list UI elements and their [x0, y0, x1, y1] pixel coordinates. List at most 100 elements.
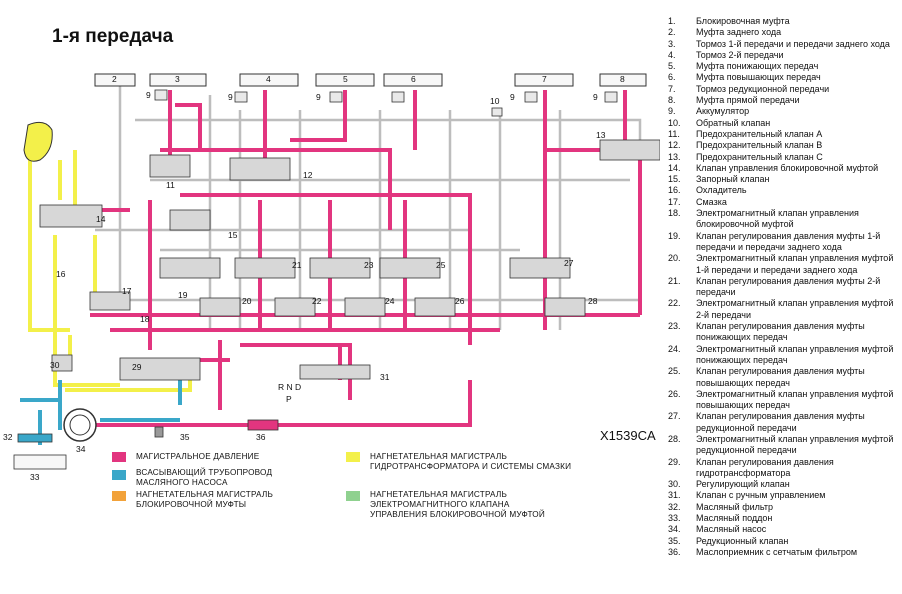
- legend-item: 24.Электромагнитный клапан управления му…: [668, 344, 900, 367]
- box-7-reduction-brake: [514, 73, 574, 87]
- legend-item-text: Обратный клапан: [696, 117, 771, 128]
- oil-filter: [17, 433, 53, 443]
- callout-9: 9: [593, 92, 598, 102]
- legend-item: 36.Маслоприемник с сетчатым фильтром: [668, 547, 900, 558]
- callout-20: 20: [242, 296, 252, 306]
- solenoid-body: [414, 297, 456, 317]
- callout-12: 12: [303, 170, 313, 180]
- legend-item-number: 27.: [668, 411, 681, 422]
- clutch-boxes: [94, 73, 647, 87]
- key-label-lockup: НАГНЕТАТЕЛЬНАЯ МАГИСТРАЛЬ БЛОКИРОВОЧНОЙ …: [136, 490, 274, 509]
- legend-item-text: Предохранительный клапан C: [696, 151, 823, 162]
- callout-22: 22: [312, 296, 322, 306]
- regulator-valve: [119, 357, 201, 381]
- callout-26: 26: [455, 296, 465, 306]
- legend-item-text: Редукционный клапан: [696, 535, 789, 546]
- legend-item: 2.Муфта заднего хода: [668, 27, 900, 38]
- callout-19: 19: [178, 290, 188, 300]
- solenoid-body: [89, 291, 131, 311]
- key-label-main: МАГИСТРАЛЬНОЕ ДАВЛЕНИЕ: [136, 452, 260, 461]
- legend-item-text: Регулирующий клапан: [696, 479, 790, 490]
- legend-item-text: Аккумулятор: [696, 106, 750, 117]
- legend-item: 19.Клапан регулирования давления муфты 1…: [668, 231, 900, 254]
- legend-item-text: Тормоз 1-й передачи и передачи заднего х…: [696, 38, 890, 49]
- legend-item: 17.Смазка: [668, 197, 900, 208]
- legend-item-number: 11.: [668, 128, 680, 139]
- filter-housing: [247, 419, 279, 431]
- converter-line: [28, 150, 70, 332]
- accumulator: [329, 91, 343, 103]
- legend-item: 29.Клапан регулирования давления гидротр…: [668, 457, 900, 480]
- legend-item: 22.Электромагнитный клапан управления му…: [668, 298, 900, 321]
- box-label-7: 7: [542, 74, 547, 84]
- legend-item-number: 20.: [668, 253, 681, 264]
- legend-item-number: 1.: [668, 16, 676, 26]
- legend-item-number: 22.: [668, 298, 681, 309]
- legend-item-number: 24.: [668, 343, 681, 354]
- callout-15: 15: [228, 230, 238, 240]
- valve-body: [229, 157, 291, 181]
- legend-item: 20.Электромагнитный клапан управления му…: [668, 253, 900, 276]
- box-6-overdrive-clutch: [383, 73, 443, 87]
- callout-14: 14: [96, 214, 106, 224]
- legend-item-number: 17.: [668, 196, 681, 207]
- legend-item: 25.Клапан регулирования давления муфты п…: [668, 366, 900, 389]
- legend-item: 16.Охладитель: [668, 185, 900, 196]
- callout-9: 9: [228, 92, 233, 102]
- legend-item-number: 13.: [668, 151, 681, 162]
- legend-item-text: Клапан регулирования давления гидротранс…: [696, 456, 834, 478]
- legend-item-text: Тормоз редукционной передачи: [696, 83, 830, 94]
- legend-item-text: Тормоз 2-й передачи: [696, 49, 784, 60]
- key-label-solenoid: НАГНЕТАТЕЛЬНАЯ МАГИСТРАЛЬ ЭЛЕКТРОМАГНИТН…: [370, 490, 545, 519]
- accumulator: [154, 89, 168, 101]
- legend-item-number: 21.: [668, 275, 681, 286]
- callout-23: 23: [364, 260, 374, 270]
- legend-item-text: Предохранительный клапан A: [696, 128, 823, 139]
- callout-35: 35: [180, 432, 190, 442]
- legend-item: 28.Электромагнитный клапан управления му…: [668, 434, 900, 457]
- legend-item-text: Муфта заднего хода: [696, 27, 782, 38]
- key-swatch-solenoid: [346, 491, 360, 501]
- legend-item-number: 35.: [668, 535, 681, 546]
- legend-item-text: Клапан регулирования давления муфты пони…: [696, 321, 865, 343]
- legend-item-number: 34.: [668, 524, 681, 535]
- legend-item-text: Клапан регулирования давления муфты 2-й …: [696, 275, 881, 298]
- main-pressure-line: [90, 380, 472, 427]
- main-pressure-line: [240, 343, 352, 400]
- main-pressure-line: [160, 148, 392, 230]
- solenoid-body: [199, 297, 241, 317]
- main-pressure-line: [180, 193, 472, 330]
- oil-pan: [13, 454, 67, 470]
- callout-11: 11: [166, 180, 175, 190]
- box-5-underdrive-clutch: [315, 73, 375, 87]
- box-label-6: 6: [411, 74, 416, 84]
- legend-item: 8.Муфта прямой передачи: [668, 95, 900, 106]
- converter-line: [53, 235, 120, 387]
- legend-item-text: Клапан управления блокировочной муфтой: [696, 162, 879, 173]
- legend-item-text: Предохранительный клапан B: [696, 140, 823, 151]
- callout-17: 17: [122, 286, 132, 296]
- box-label-3: 3: [175, 74, 180, 84]
- key-label-suction: ВСАСЫВАЮЩИЙ ТРУБОПРОВОД МАСЛЯНОГО НАСОСА: [136, 468, 273, 487]
- legend-item: 12.Предохранительный клапан B: [668, 140, 900, 151]
- drain-valve: [51, 354, 73, 372]
- key-swatch-suction: [112, 470, 126, 480]
- legend-item-number: 16.: [668, 185, 681, 196]
- legend-item-number: 32.: [668, 501, 681, 512]
- valve-body: [234, 257, 296, 279]
- box-label-8: 8: [620, 74, 625, 84]
- solenoid-body: [544, 297, 586, 317]
- legend-item-number: 5.: [668, 61, 676, 72]
- legend-item: 10.Обратный клапан: [668, 118, 900, 129]
- legend-item: 13. Предохранительный клапан C: [668, 152, 900, 163]
- key-swatch-main: [112, 452, 126, 462]
- legend-item-number: 6.: [668, 72, 676, 83]
- legend-item-text: Электромагнитный клапан управления блоки…: [696, 208, 859, 230]
- legend-item: 5.Муфта понижающих передач: [668, 61, 900, 72]
- legend-item-number: 14.: [668, 162, 681, 173]
- selector-positions: R N D: [278, 382, 301, 392]
- page-title: 1-я передача: [52, 26, 174, 47]
- legend-item-text: Клапан с ручным управлением: [696, 490, 826, 501]
- box-3-low-reverse-brake: [149, 73, 207, 87]
- legend-item: 1.Блокировочная муфта: [668, 16, 900, 27]
